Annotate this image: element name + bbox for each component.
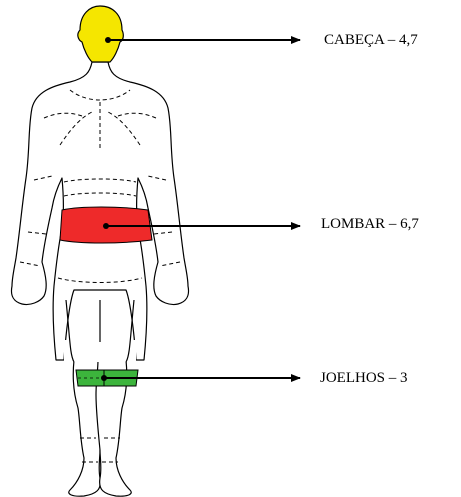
head-label: CABEÇA – 4,7 [324, 32, 418, 49]
region-head [78, 6, 123, 62]
body-silhouette [11, 62, 188, 496]
lumbar-label: LOMBAR – 6,7 [321, 216, 419, 233]
head-shape [78, 6, 123, 62]
knees-label: JOELHOS – 3 [320, 370, 408, 387]
